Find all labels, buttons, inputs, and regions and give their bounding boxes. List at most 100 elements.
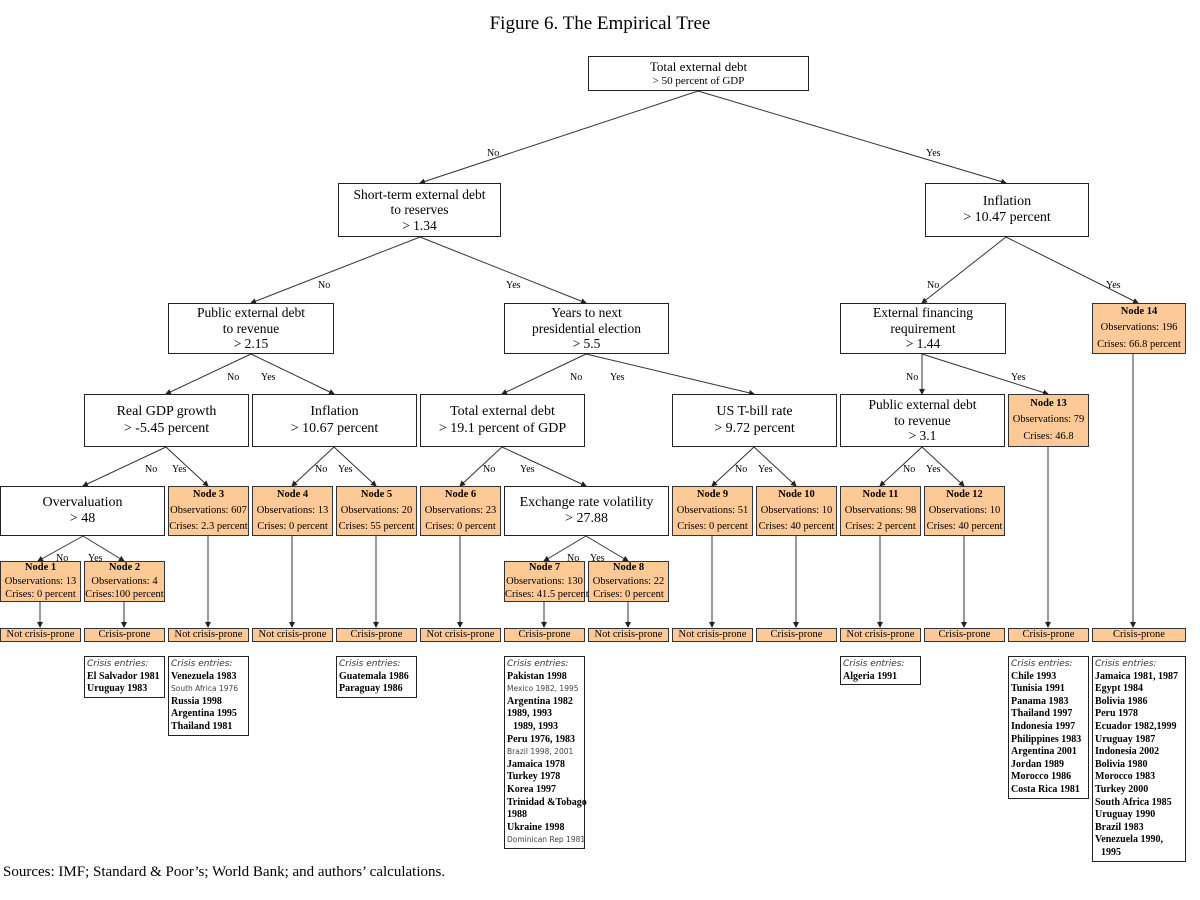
split-line: Inflation	[310, 404, 359, 420]
node-observations: Observations: 23	[424, 504, 497, 516]
leaf-node-6: Node 6 Observations: 23 Crises: 0 percen…	[420, 486, 501, 536]
leaf-node-4: Node 4 Observations: 13 Crises: 0 percen…	[252, 486, 333, 536]
crisis-entry: Uruguay 1983	[87, 683, 148, 695]
crisis-entry: Pakistan 1998	[507, 670, 567, 682]
node-observations: Observations: 13	[4, 575, 77, 587]
crisis-entry: Panama 1983	[1011, 695, 1069, 707]
node-name: Node 3	[192, 488, 225, 500]
crisis-entry: Chile 1993	[1011, 670, 1057, 682]
node-observations: Observations: 79	[1012, 414, 1085, 426]
outcome-node-10: Crisis-prone	[756, 628, 837, 642]
split-line: > 2.15	[233, 336, 269, 352]
outcome-node-4: Not crisis-prone	[252, 628, 333, 642]
outcome-node-2: Crisis-prone	[84, 628, 165, 642]
branch-label-no: No	[906, 372, 919, 383]
crisis-entry: Jamaica 1978	[507, 758, 566, 770]
crisis-entry: Thailand 1981	[171, 720, 233, 732]
node-crises: Crises: 41.5 percent	[505, 589, 589, 601]
node-observations: Observations: 13	[256, 504, 329, 516]
crisis-entry: 1989, 1993	[513, 720, 558, 732]
node-observations: Observations: 20	[340, 504, 413, 516]
branch-label-no: No	[145, 464, 158, 475]
leaf-node-10: Node 10 Observations: 10 Crises: 40 perc…	[756, 486, 837, 536]
branch-label-no: No	[56, 553, 69, 564]
node-crises: Crises: 0 percent	[257, 521, 328, 533]
split-line: Years to next	[551, 305, 622, 321]
node-name: Node 14	[1120, 306, 1158, 318]
branch-label-yes: Yes	[338, 464, 353, 475]
crisis-entry: Korea 1997	[507, 783, 556, 795]
split-real-gdp-growth: Real GDP growth > -5.45 percent	[84, 394, 249, 447]
split-line: US T-bill rate	[716, 404, 793, 420]
edge-yes	[501, 446, 587, 487]
split-line: requirement	[890, 320, 956, 336]
node-crises: Crises: 0 percent	[5, 589, 76, 601]
leaf-node-7: Node 7 Observations: 130 Crises: 41.5 pe…	[504, 561, 589, 602]
crisis-entries-header: Crisis entries:	[339, 659, 401, 669]
crisis-entry: Guatemala 1986	[339, 670, 409, 682]
node-crises: Crises: 40 percent	[926, 521, 1003, 533]
branch-label-yes: Yes	[590, 553, 605, 564]
node-observations: Observations: 10	[928, 504, 1001, 516]
edge-no	[711, 446, 755, 487]
node-observations: Observations: 10	[760, 504, 833, 516]
edge-yes	[921, 446, 965, 487]
node-name: Node 6	[444, 488, 477, 500]
branch-label-yes: Yes	[88, 553, 103, 564]
node-name: Node 9	[696, 488, 729, 500]
outcome-node-8: Not crisis-prone	[588, 628, 669, 642]
branch-label-yes: Yes	[172, 464, 187, 475]
sources-note: Sources: IMF; Standard & Poor’s; World B…	[3, 864, 446, 880]
branch-label-yes: Yes	[926, 464, 941, 475]
edge-yes	[921, 353, 1049, 396]
split-line: > 27.88	[565, 511, 608, 526]
crisis-entry: South Africa 1976	[171, 684, 239, 694]
branch-label-yes: Yes	[610, 372, 625, 383]
edge-no	[419, 90, 699, 185]
crisis-entry: Brazil 1998, 2001	[507, 747, 574, 757]
edge-yes	[753, 446, 797, 487]
split-line: Inflation	[982, 193, 1032, 209]
edge-no	[165, 353, 252, 395]
edge-yes	[165, 446, 209, 487]
node-name: Node 12	[946, 488, 983, 500]
split-line: > 9.72 percent	[714, 420, 795, 436]
crisis-entry: Trinidad &Tobago	[507, 796, 587, 808]
crisis-entry: Morocco 1986	[1011, 771, 1072, 783]
node-observations: Observations: 51	[676, 504, 749, 516]
split-line: External financing	[872, 305, 974, 321]
crisis-entry: Ukraine 1998	[507, 821, 565, 833]
branch-label-no: No	[483, 464, 496, 475]
crisis-entry: Peru 1976, 1983	[507, 733, 576, 745]
node-crises: Crises: 0 percent	[677, 521, 748, 533]
branch-label-yes: Yes	[1106, 280, 1121, 291]
crisis-entry: Bolivia 1980	[1095, 758, 1148, 770]
edge-no	[291, 446, 335, 487]
edge-yes	[697, 90, 1007, 185]
split-external-financing: External financing requirement > 1.44	[840, 303, 1006, 354]
outcome-node-3: Not crisis-prone	[168, 628, 249, 642]
node-observations: Observations: 196	[1100, 322, 1178, 334]
crisis-entry: Dominican Rep 1981	[507, 835, 586, 845]
crisis-entry: Argentina 1982	[507, 695, 573, 707]
leaf-node-8: Node 8 Observations: 22 Crises: 0 percen…	[588, 561, 669, 602]
crisis-entry: Morocco 1983	[1095, 771, 1156, 783]
node-crises: Crises: 2.3 percent	[169, 521, 248, 533]
split-line: presidential election	[531, 320, 642, 336]
edge-yes	[585, 353, 755, 396]
crisis-entry: Thailand 1997	[1011, 708, 1073, 720]
crisis-entry: Paraguay 1986	[339, 683, 403, 695]
split-line: > 1.34	[402, 217, 437, 233]
split-line: Public external debt	[197, 305, 305, 321]
outcome-node-14: Crisis-prone	[1092, 628, 1186, 642]
crisis-entry: Brazil 1983	[1095, 821, 1144, 833]
leaf-node-3: Node 3 Observations: 607 Crises: 2.3 per…	[168, 486, 249, 536]
crisis-entry: Venezuela 1990,	[1095, 834, 1163, 846]
node-name: Node 7	[528, 562, 561, 574]
crisis-entry: Egypt 1984	[1095, 683, 1144, 695]
split-inflation-10-67: Inflation > 10.67 percent	[252, 394, 417, 447]
